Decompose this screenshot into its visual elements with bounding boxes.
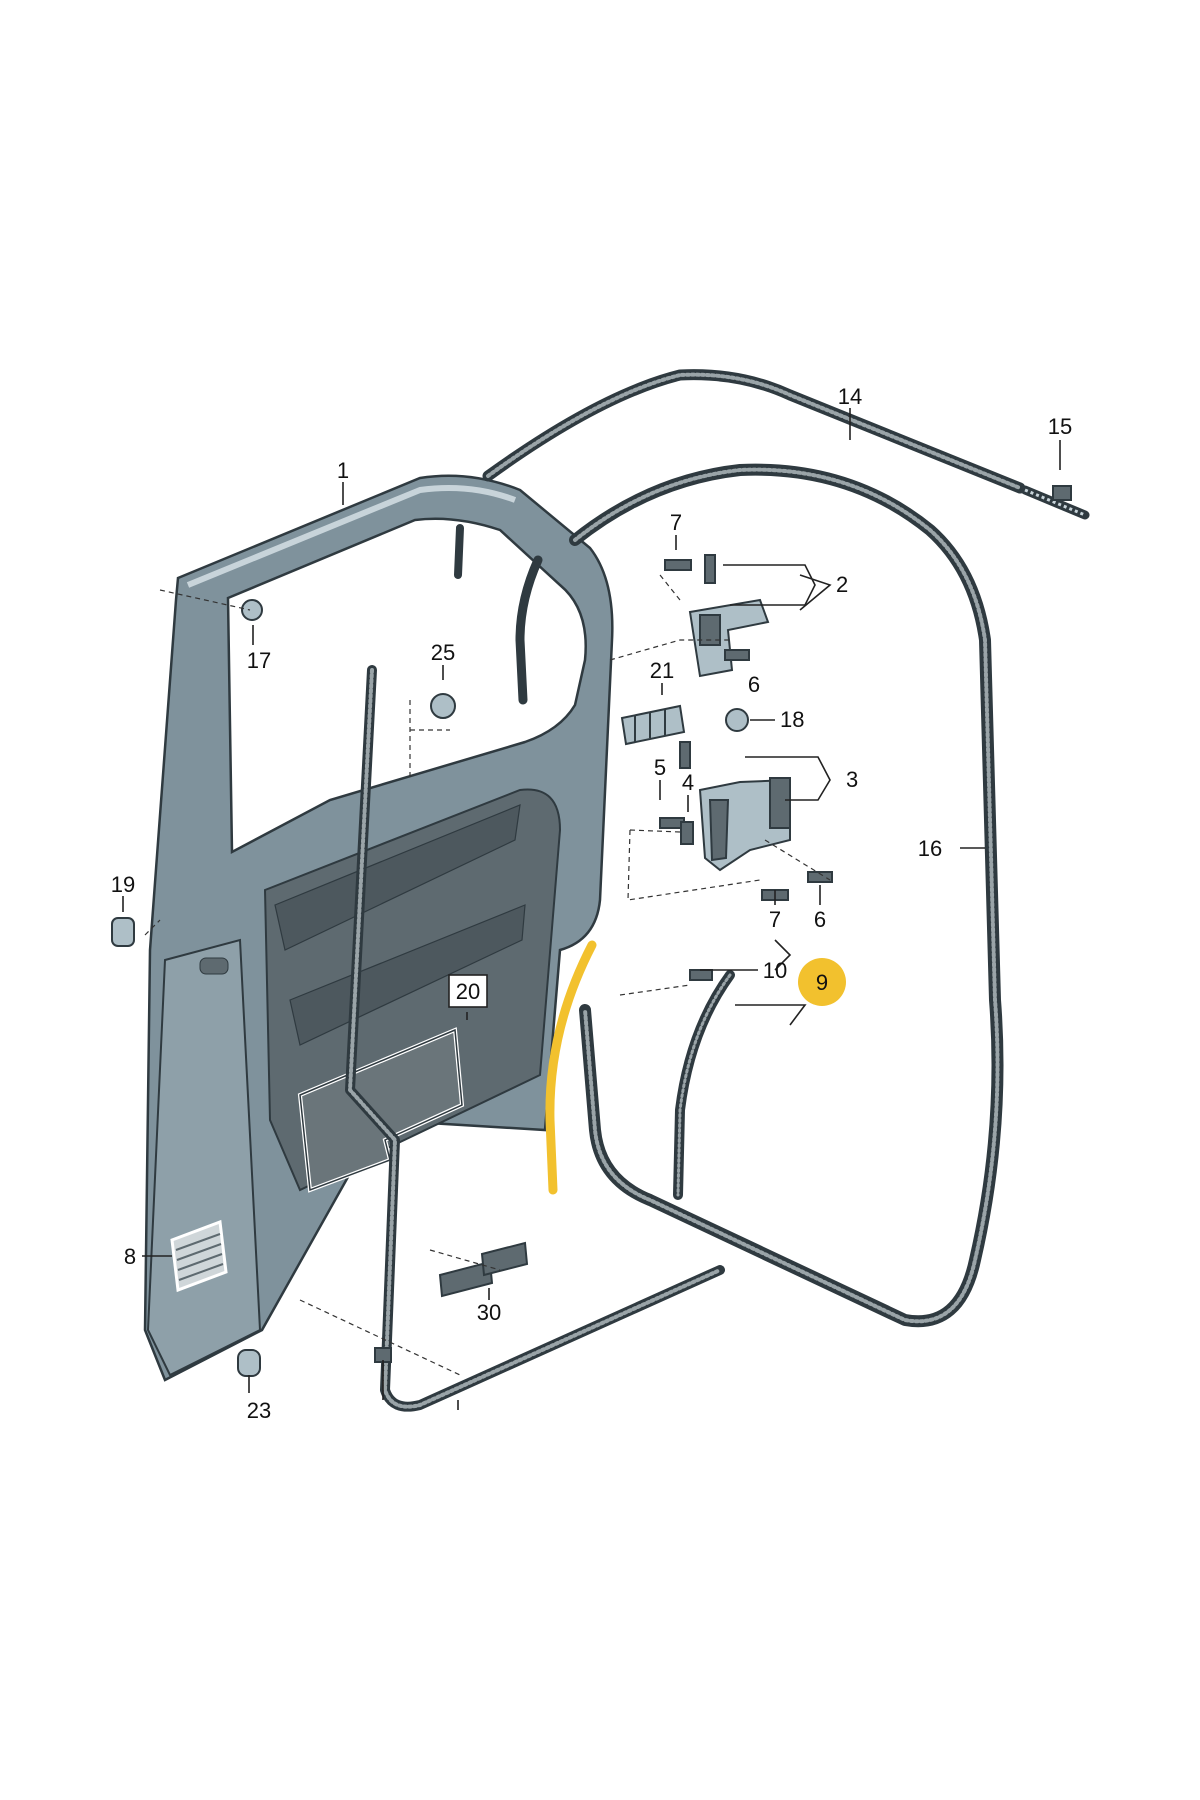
assembly-dashed-lines xyxy=(144,574,831,1376)
label-part-14: 14 xyxy=(838,384,862,409)
highlight-marker-part-9 xyxy=(798,958,846,1006)
part-21-door-check xyxy=(620,704,686,746)
label-part-20-box xyxy=(448,974,488,1008)
label-part-17: 17 xyxy=(247,648,271,673)
part-20-sound-deadening-pad xyxy=(297,1027,465,1193)
label-part-20: 20 xyxy=(456,979,480,1004)
label-part-7-upper: 7 xyxy=(670,510,682,535)
label-part-15: 15 xyxy=(1048,414,1072,439)
label-part-25: 25 xyxy=(431,640,455,665)
highlighted-edge-seal xyxy=(545,940,597,1195)
part-labels: 1 14 15 7 2 17 25 6 21 18 3 5 4 19 16 7 … xyxy=(111,384,1072,1423)
part-4-clip xyxy=(680,821,694,845)
label-part-9: 9 xyxy=(816,970,828,995)
label-part-7-lower: 7 xyxy=(769,907,781,932)
label-part-23: 23 xyxy=(247,1398,271,1423)
label-part-19: 19 xyxy=(111,872,135,897)
part-16-door-frame-seal xyxy=(569,463,1004,1328)
label-part-1: 1 xyxy=(337,458,349,483)
part-3-lower-hinge xyxy=(698,777,791,872)
label-part-21: 21 xyxy=(650,658,674,683)
label-part-6-upper: 6 xyxy=(748,672,760,697)
part-30-bump-stops xyxy=(438,1241,529,1298)
part-9-seal-strip xyxy=(673,970,735,1200)
label-part-16: 16 xyxy=(918,836,942,861)
label-part-3: 3 xyxy=(846,767,858,792)
label-part-6-lower: 6 xyxy=(814,907,826,932)
part-2-upper-hinge xyxy=(688,598,770,678)
part-14-upper-seal xyxy=(482,369,1090,520)
label-part-10: 10 xyxy=(763,958,787,983)
label-part-18: 18 xyxy=(780,707,804,732)
label-part-8: 8 xyxy=(124,1244,136,1269)
label-part-4: 4 xyxy=(682,770,694,795)
label-part-30: 30 xyxy=(477,1300,501,1325)
label-part-5: 5 xyxy=(654,755,666,780)
leader-lines xyxy=(122,408,1061,1410)
label-part-2: 2 xyxy=(836,572,848,597)
part-8-vent-grille xyxy=(170,1219,228,1293)
